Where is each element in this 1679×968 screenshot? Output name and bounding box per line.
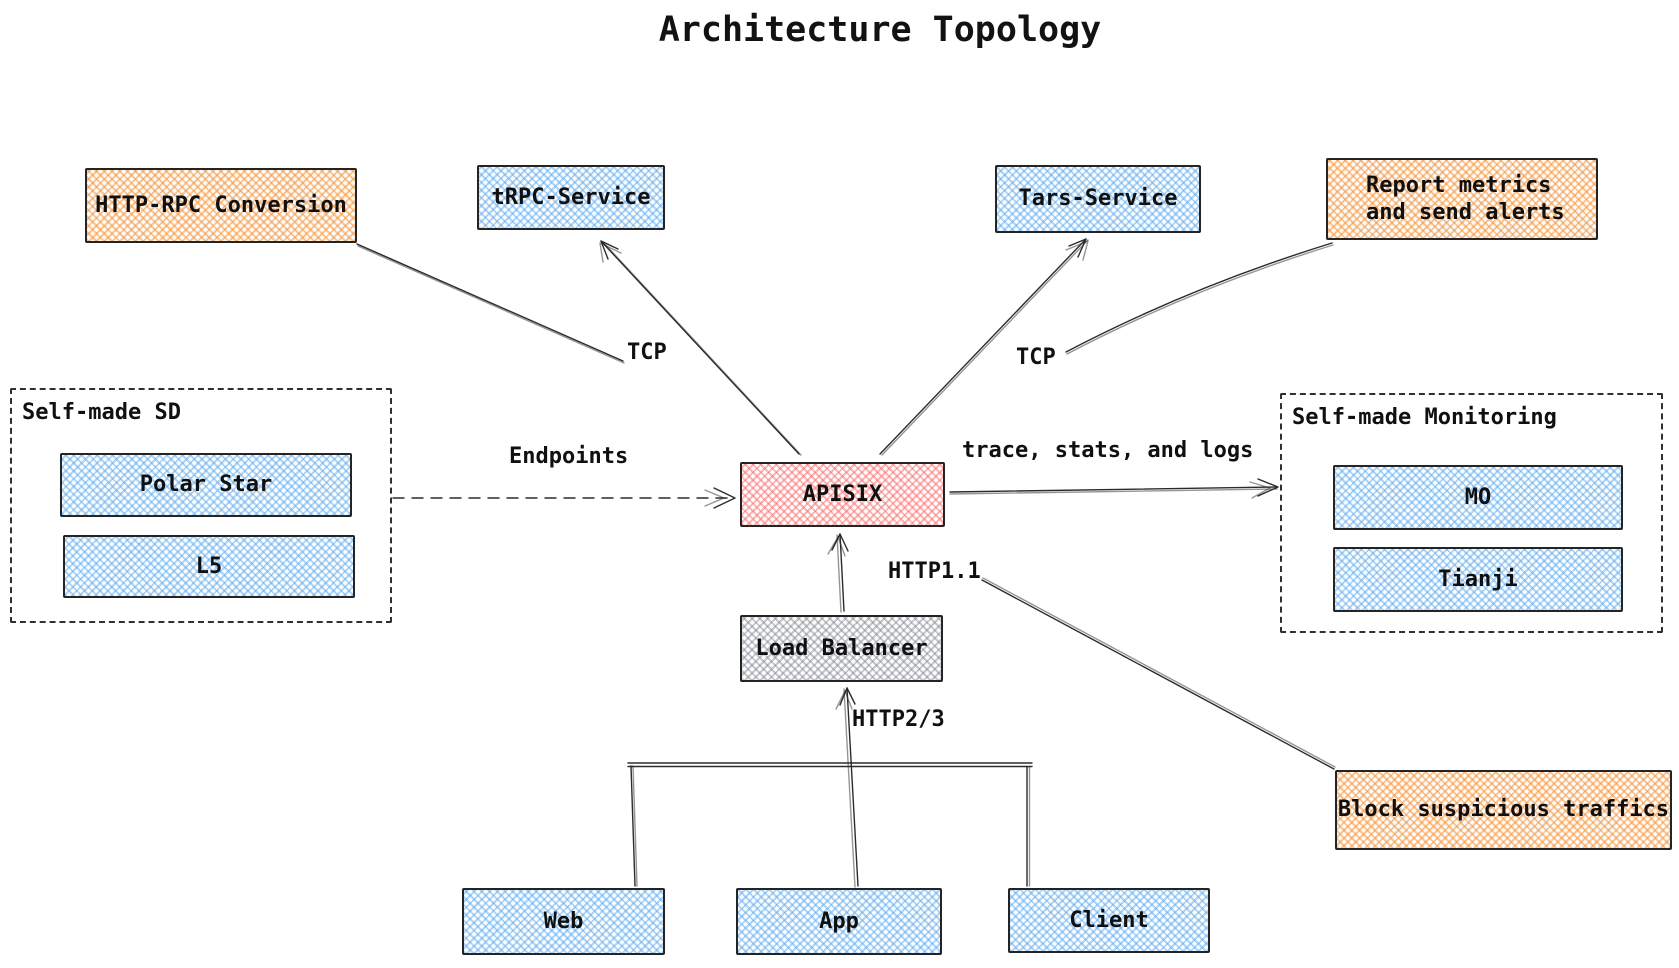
node-apisix: APISIX	[740, 462, 945, 527]
node-label-line1: Report metrics	[1366, 172, 1552, 198]
node-web: Web	[462, 888, 665, 955]
node-label: tRPC-Service	[491, 184, 651, 210]
arrowhead	[1068, 238, 1087, 258]
node-label: Tianji	[1438, 566, 1518, 592]
node-label: Web	[543, 908, 584, 934]
edge-apisix-to-monitoring	[949, 478, 1279, 499]
node-label: APISIX	[802, 481, 883, 507]
group-self-made-sd: Self-made SD	[10, 388, 392, 623]
edge-label-http23: HTTP2/3	[852, 707, 945, 732]
page-title: Architecture Topology	[658, 10, 1102, 50]
node-label: Load Balancer	[755, 635, 928, 661]
node-tianji: Tianji	[1333, 547, 1623, 612]
node-label: L5	[195, 553, 223, 579]
arrowhead	[831, 533, 849, 552]
arrowhead	[1249, 481, 1271, 499]
node-label: App	[819, 908, 859, 934]
edge-bottom-rail	[627, 762, 1033, 768]
node-http-rpc-conversion: HTTP-RPC Conversion	[85, 168, 357, 243]
group-self-made-monitoring: Self-made Monitoring	[1280, 393, 1663, 633]
arrowhead	[599, 242, 622, 263]
arrowhead	[600, 240, 619, 260]
edge-apisix-to-tars	[879, 238, 1089, 456]
arrowhead	[1257, 478, 1279, 497]
edge-sd-to-apisix	[392, 487, 736, 509]
arrowhead	[839, 687, 856, 706]
edge-label-trace-stats-logs: trace, stats, and logs	[962, 438, 1254, 463]
node-trpc-service: tRPC-Service	[477, 165, 665, 230]
edge-label-endpoints: Endpoints	[509, 444, 629, 469]
edge-apisix-to-report	[1065, 242, 1334, 355]
node-label: Polar Star	[139, 472, 273, 498]
edge-client-to-rail	[1026, 766, 1031, 887]
node-load-balancer: Load Balancer	[740, 615, 943, 682]
node-app: App	[736, 888, 942, 955]
group-label-self-made-monitoring: Self-made Monitoring	[1292, 405, 1557, 430]
edge-label-http11: HTTP1.1	[888, 559, 981, 584]
node-polar-star: Polar Star	[60, 453, 352, 517]
node-label-line2: and send alerts	[1366, 200, 1565, 225]
node-label: Tars-Service	[1018, 186, 1178, 212]
node-report-metrics: Report metrics and send alerts	[1326, 158, 1598, 240]
edge-web-to-rail	[630, 765, 638, 887]
arrowhead	[827, 536, 846, 557]
node-mo: MO	[1333, 465, 1623, 530]
arrowhead	[1065, 240, 1089, 261]
node-label: MO	[1464, 484, 1492, 510]
group-label-self-made-sd: Self-made SD	[22, 400, 181, 425]
arrowhead	[713, 487, 736, 509]
node-label: Block suspicious traffics	[1337, 797, 1670, 823]
arrowhead	[704, 489, 725, 507]
edge-lb-to-apisix	[827, 533, 849, 613]
node-tars-service: Tars-Service	[995, 165, 1201, 233]
edge-label-tcp-left: TCP	[627, 340, 667, 365]
node-client: Client	[1008, 888, 1210, 953]
node-l5: L5	[63, 535, 355, 598]
node-block-suspicious-traffics: Block suspicious traffics	[1335, 770, 1672, 850]
arrowhead	[835, 690, 853, 710]
node-label: Client	[1069, 907, 1149, 933]
edge-apisix-to-http-rpc	[356, 243, 625, 364]
edge-label-tcp-right: TCP	[1016, 345, 1056, 370]
node-label: HTTP-RPC Conversion	[95, 192, 347, 218]
